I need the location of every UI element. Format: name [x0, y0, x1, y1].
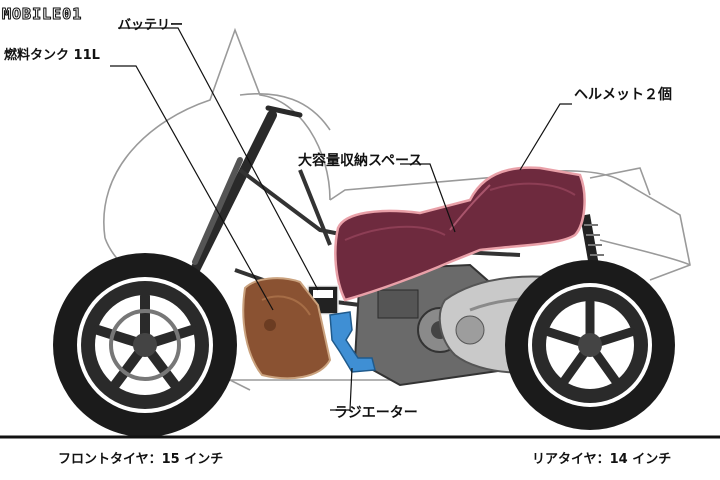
label-front-tire: フロントタイヤ：15 インチ [58, 452, 224, 467]
label-rear-tire: リアタイヤ：14 インチ [532, 452, 672, 467]
logo-text: MOBILE01 [1, 5, 83, 24]
rear-wheel [505, 260, 675, 430]
storage-space [334, 166, 586, 302]
radiator [329, 311, 376, 373]
label-battery: バッテリー [118, 18, 184, 33]
label-helmet: ヘルメット２個 [574, 87, 672, 103]
front-wheel [53, 253, 237, 437]
fuel-tank [242, 277, 332, 380]
leader-lines [110, 27, 572, 411]
label-storage-space: 大容量収納スペース [298, 153, 423, 169]
label-radiator: ラジエーター [334, 405, 418, 421]
label-fuel-tank: 燃料タンク 11L [4, 48, 100, 63]
brand-logo: MOBILE01 [1, 3, 83, 25]
